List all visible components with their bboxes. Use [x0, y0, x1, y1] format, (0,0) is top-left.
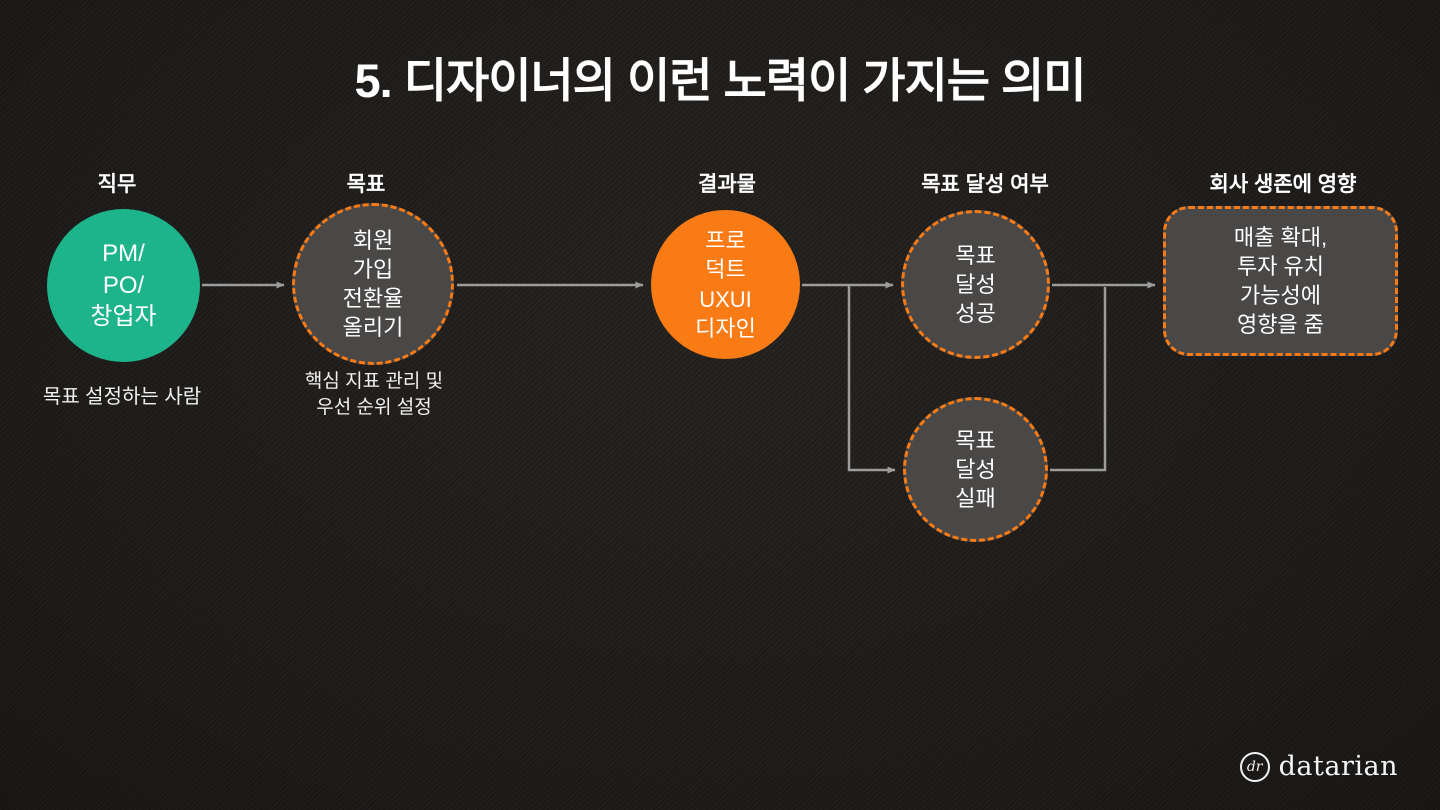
connector-failure-to-impact: [1050, 287, 1107, 472]
column-label-impact: 회사 생존에 영향: [1209, 173, 1357, 196]
node-output-product-uxui-design: 프로 덕트 UXUI 디자인: [651, 210, 800, 359]
datarian-logo: dr datarian: [1239, 751, 1398, 782]
node-company-survival-impact: 매출 확대, 투자 유치 가능성에 영향을 줌: [1163, 206, 1398, 356]
column-label-achievement: 목표 달성 여부: [921, 173, 1049, 196]
column-label-goal: 목표: [346, 173, 386, 196]
arrow-output-to-failure: [847, 285, 896, 474]
caption-goal-setter: 목표 설정하는 사람: [42, 386, 202, 408]
node-goal-failure: 목표 달성 실패: [903, 397, 1048, 542]
column-label-job: 직무: [97, 173, 137, 196]
node-goal-success: 목표 달성 성공: [901, 210, 1050, 359]
page-title: 5. 디자이너의 이런 노력이 가지는 의미: [354, 54, 1086, 107]
node-job-pm-po-founder: PM/ PO/ 창업자: [47, 209, 200, 362]
node-goal-signup-conversion: 회원 가입 전환율 올리기: [292, 203, 454, 365]
datarian-monogram-icon: dr: [1239, 751, 1270, 782]
column-label-output: 결과물: [698, 173, 756, 196]
datarian-wordmark: datarian: [1278, 751, 1398, 782]
caption-kpi-priority: 핵심 지표 관리 및 우선 순위 설정: [304, 371, 444, 418]
